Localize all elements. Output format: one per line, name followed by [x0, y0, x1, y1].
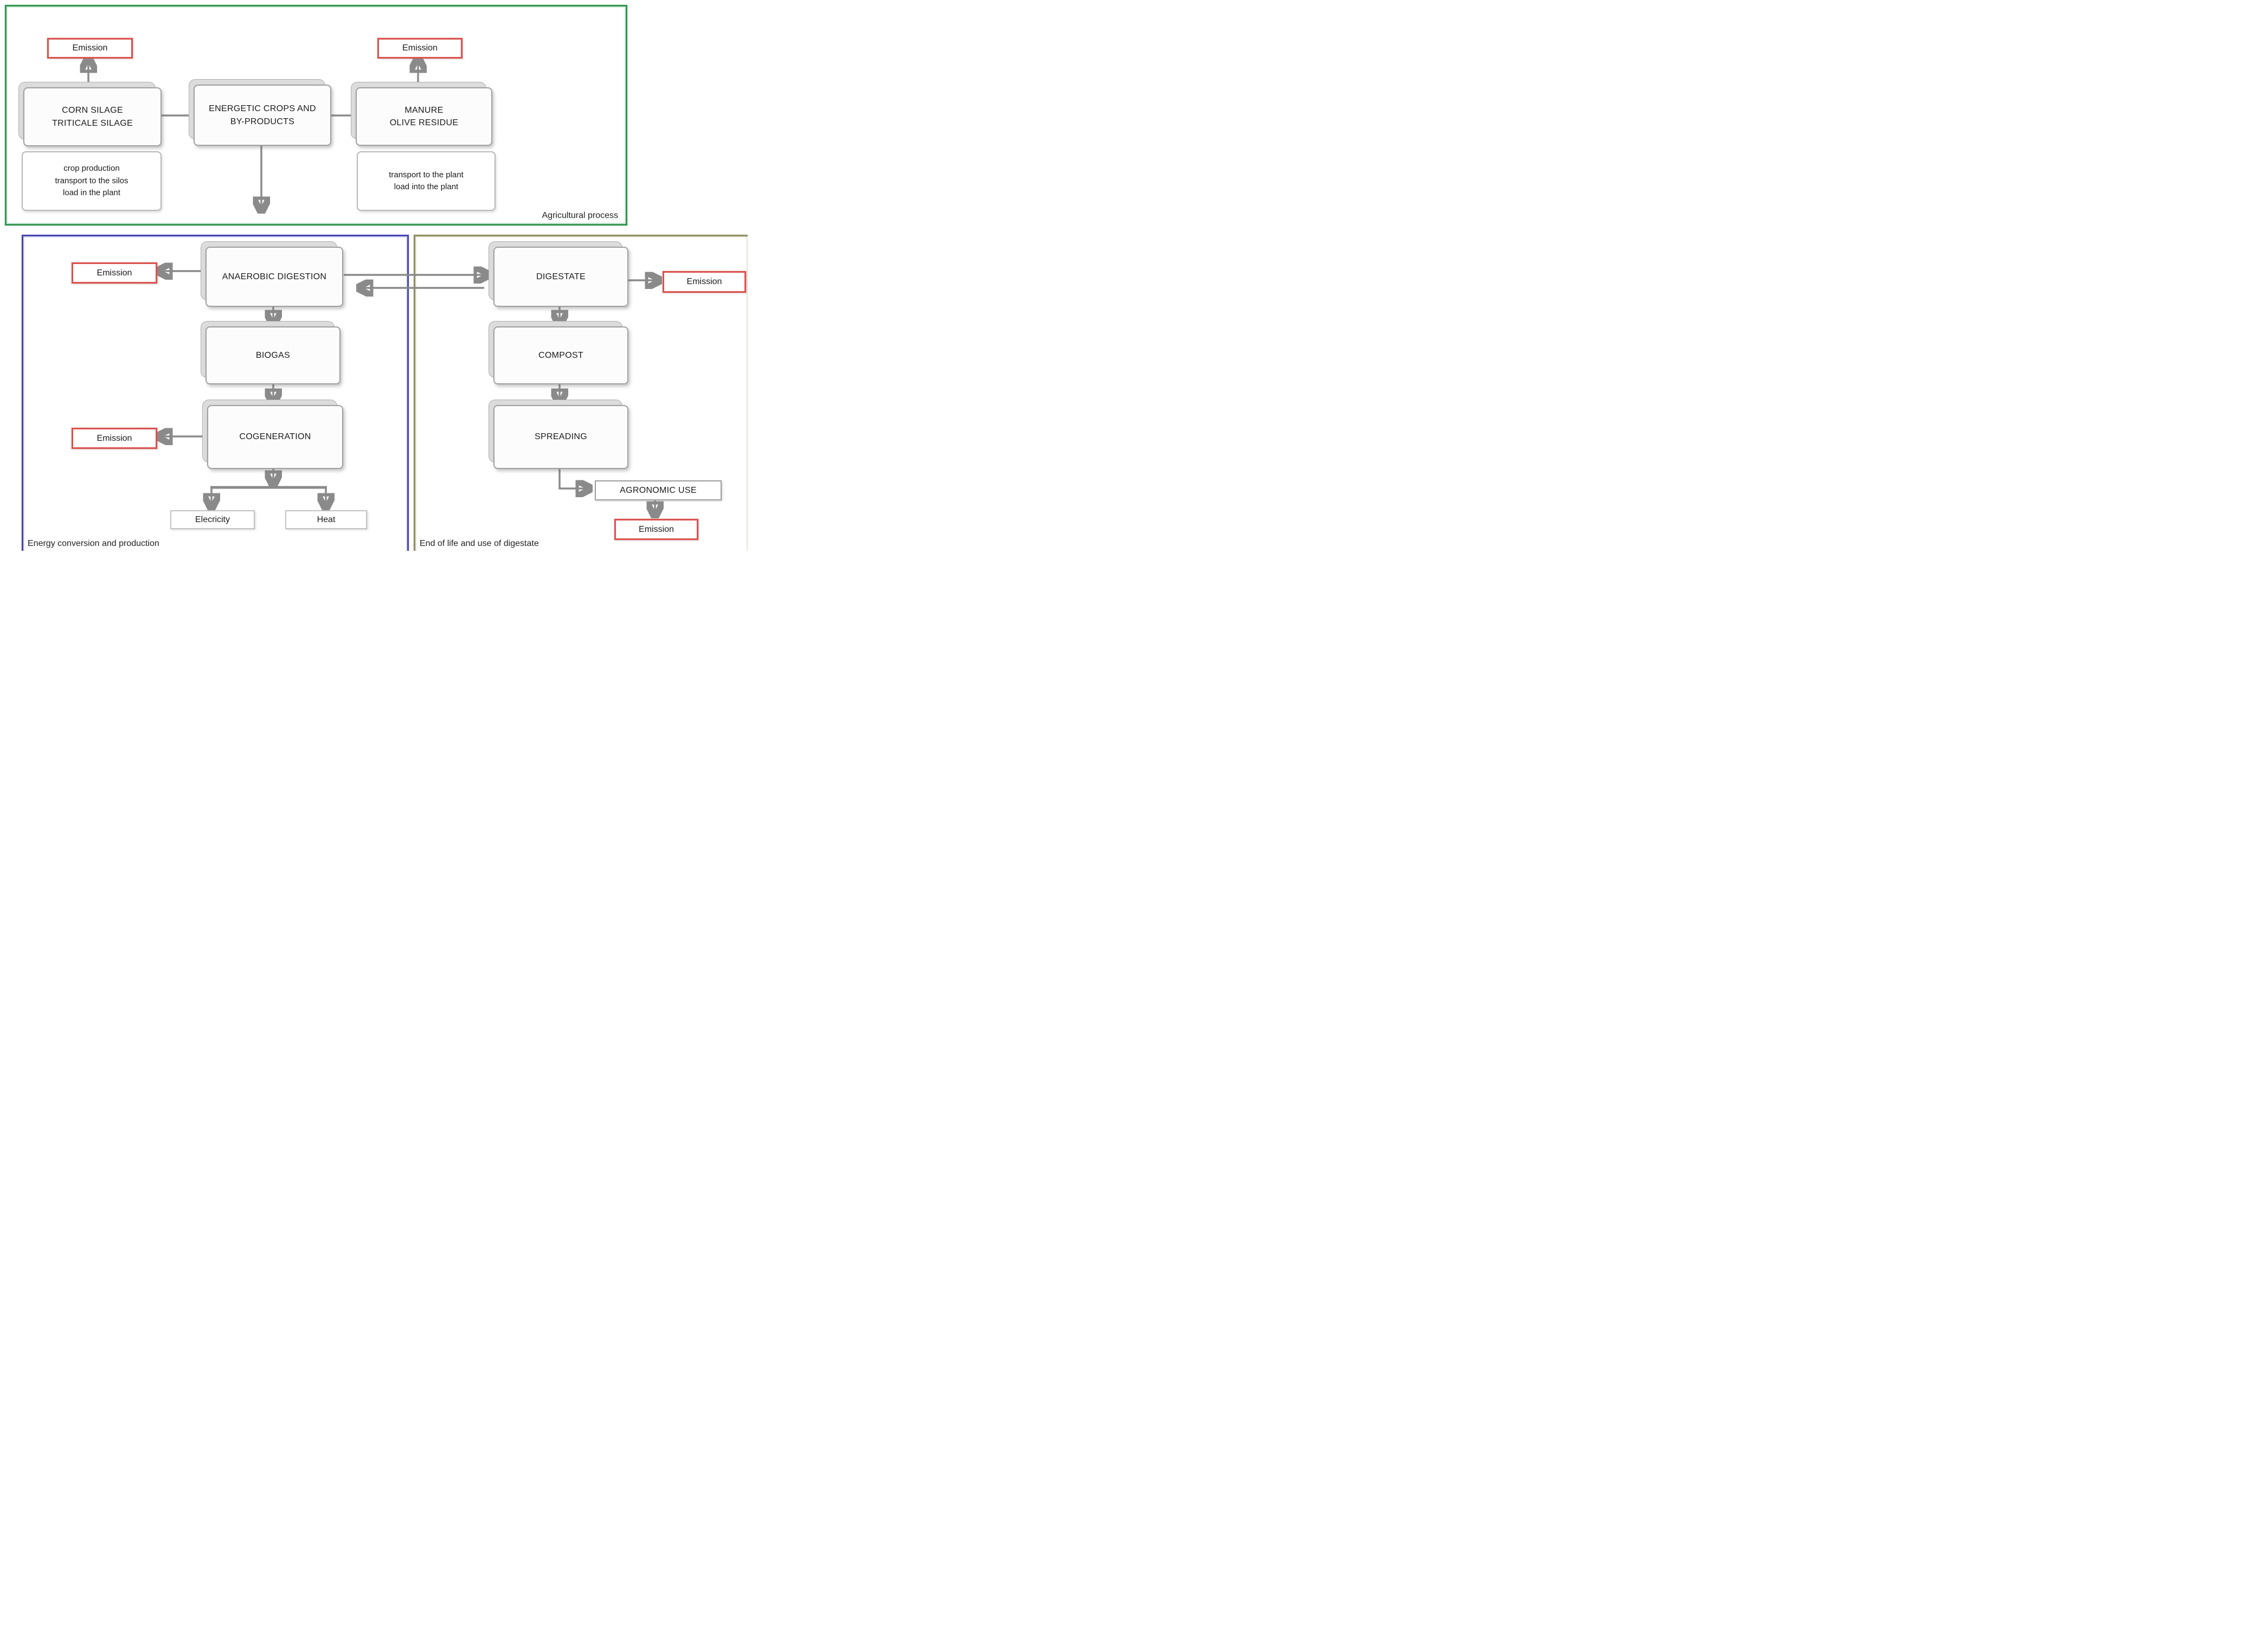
step-line3: load in the plant	[63, 188, 120, 198]
node-crop-production-steps: crop production transport to the silos l…	[22, 151, 162, 211]
flowchart-canvas: Agricultural process Energy conversion a…	[0, 0, 748, 551]
node-label-line2: OLIVE RESIDUE	[389, 118, 459, 127]
node-label-line1: MANURE	[404, 105, 444, 115]
section-label-end-of-life: End of life and use of digestate	[420, 539, 539, 548]
step-line1: transport to the plant	[389, 170, 464, 179]
node-heat: Heat	[285, 510, 367, 529]
node-compost: COMPOST	[489, 321, 628, 384]
node-spreading: SPREADING	[489, 400, 628, 469]
node-label-line2: TRITICALE SILAGE	[52, 118, 133, 128]
section-label-agricultural: Agricultural process	[542, 211, 619, 220]
node-corn-silage: CORN SILAGE TRITICALE SILAGE	[18, 82, 162, 146]
node-biogas: BIOGAS	[201, 321, 341, 384]
node-label: Elecricity	[195, 515, 230, 524]
node-digestate: DIGESTATE	[489, 241, 628, 307]
node-label: COMPOST	[538, 350, 583, 360]
emission-label: Emission	[402, 43, 438, 53]
step-line2: transport to the silos	[55, 176, 129, 185]
step-line1: crop production	[63, 164, 120, 173]
emission-box-corn: Emission	[47, 38, 133, 59]
node-agronomic-use: AGRONOMIC USE	[595, 480, 722, 500]
node-label-line1: ENERGETIC CROPS AND	[209, 104, 316, 114]
node-label-line2: BY-PRODUCTS	[230, 117, 295, 126]
emission-box-anaerobic: Emission	[72, 262, 157, 284]
node-label: BIOGAS	[255, 350, 291, 360]
section-label-energy: Energy conversion and production	[28, 539, 159, 548]
node-label: Heat	[317, 515, 336, 524]
node-label: SPREADING	[535, 432, 587, 442]
emission-label: Emission	[97, 268, 132, 278]
emission-box-cogeneration: Emission	[72, 428, 157, 449]
emission-label: Emission	[686, 277, 722, 286]
node-label: COGENERATION	[239, 432, 311, 442]
node-label: DIGESTATE	[536, 272, 586, 281]
node-elecricity: Elecricity	[170, 510, 255, 529]
node-label-line1: CORN SILAGE	[62, 106, 123, 115]
emission-label: Emission	[72, 43, 108, 53]
node-cogeneration: COGENERATION	[202, 400, 343, 469]
node-label: AGRONOMIC USE	[620, 485, 697, 495]
emission-label: Emission	[639, 524, 674, 534]
section-agricultural-process: Agricultural process	[5, 5, 627, 226]
node-anaerobic-digestion: ANAEROBIC DIGESTION	[201, 241, 343, 307]
section-end-of-life: End of life and use of digestate	[414, 235, 748, 551]
step-line2: load into the plant	[394, 182, 459, 191]
emission-label: Emission	[97, 433, 132, 443]
node-manure-olive-residue: MANURE OLIVE RESIDUE	[351, 82, 492, 146]
emission-box-digestate: Emission	[663, 271, 746, 293]
emission-box-agronomic: Emission	[614, 519, 698, 540]
node-label: ANAEROBIC DIGESTION	[222, 272, 327, 281]
node-transport-steps: transport to the plant load into the pla…	[357, 151, 496, 211]
emission-box-manure: Emission	[377, 38, 462, 59]
section-energy-conversion: Energy conversion and production	[22, 235, 409, 551]
node-energetic-crops: ENERGETIC CROPS AND BY-PRODUCTS	[189, 79, 331, 146]
